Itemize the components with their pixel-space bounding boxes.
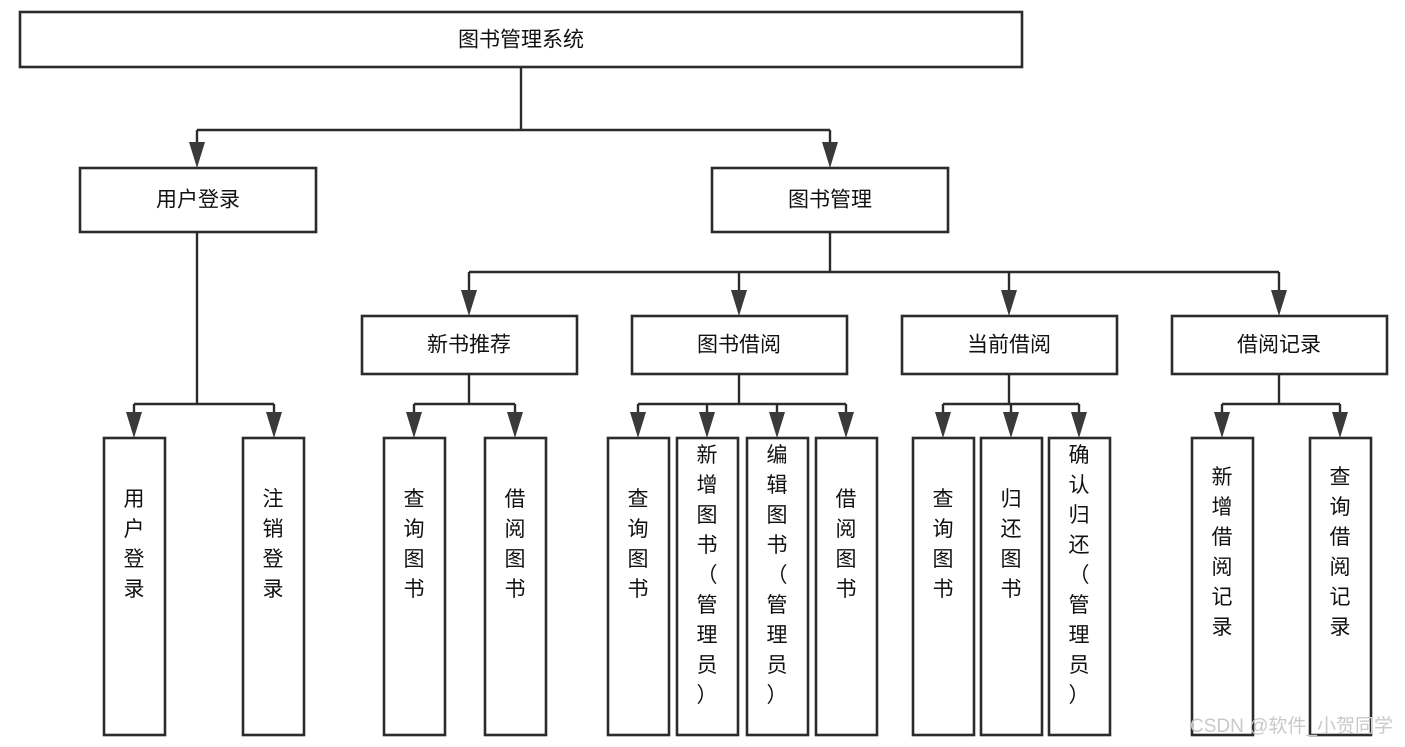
arrow-leaf-borrow-book-2	[838, 412, 854, 438]
arrow-leaf-return-book	[1003, 412, 1019, 438]
node-leaf-user-login-box[interactable]	[102, 436, 167, 737]
node-leaf-user-login[interactable]: 用户登录	[102, 436, 167, 737]
node-leaf-return-book-label: 归还图书	[1001, 488, 1022, 601]
node-current-borrow-box[interactable]	[900, 314, 1119, 376]
arrow-user-login	[189, 142, 205, 168]
node-new-book-rec[interactable]: 新书推荐	[360, 314, 579, 376]
csdn-watermark: CSDN @软件_小贺同学	[1190, 715, 1393, 737]
connector-group-root-to-level2	[189, 67, 838, 168]
node-book-borrow-box[interactable]	[630, 314, 849, 376]
arrow-leaf-query-book-1	[406, 412, 422, 438]
node-leaf-logout-login-box[interactable]	[241, 436, 306, 737]
arrow-leaf-query-book-2	[630, 412, 646, 438]
node-root-label: 图书管理系统	[458, 29, 584, 52]
arrow-current-borrow	[1001, 290, 1017, 316]
arrow-book-borrow	[731, 290, 747, 316]
node-book-borrow-label: 图书借阅	[697, 334, 781, 357]
node-leaf-borrow-book-2-label: 借阅图书	[836, 488, 857, 601]
node-leaf-logout-login[interactable]: 注销登录	[241, 436, 306, 737]
node-root-box[interactable]	[18, 10, 1024, 69]
node-leaf-return-book-box[interactable]	[979, 436, 1044, 737]
node-leaf-user-login-label: 用户登录	[124, 488, 145, 601]
arrow-leaf-confirm-return	[1071, 412, 1087, 438]
node-leaf-confirm-return-label: 确认归还（管理员）	[1069, 444, 1090, 707]
node-leaf-confirm-return-box[interactable]	[1047, 436, 1112, 737]
connector-group-new-book-rec-leaves	[406, 374, 523, 438]
connector-group-book-manage-to-level3	[461, 232, 1287, 316]
node-root[interactable]: 图书管理系统	[18, 10, 1024, 69]
node-new-book-rec-box[interactable]	[360, 314, 579, 376]
node-leaf-add-book-label: 新增图书（管理员）	[697, 444, 718, 707]
node-leaf-add-record-label: 新增借阅记录	[1212, 466, 1233, 639]
node-leaf-edit-book[interactable]: 编辑图书（管理员）	[745, 436, 810, 737]
arrow-leaf-borrow-book-1	[507, 412, 523, 438]
node-leaf-add-book-box[interactable]	[675, 436, 740, 737]
arrow-leaf-add-record	[1214, 412, 1230, 438]
node-leaf-return-book[interactable]: 归还图书	[979, 436, 1044, 737]
node-borrow-record-box[interactable]	[1170, 314, 1389, 376]
node-leaf-borrow-book-1[interactable]: 借阅图书	[483, 436, 548, 737]
connector-group-user-login-leaves	[126, 232, 282, 438]
node-borrow-record-label: 借阅记录	[1237, 334, 1321, 357]
node-current-borrow-label: 当前借阅	[967, 334, 1051, 357]
connector-group-borrow-record-leaves	[1214, 374, 1348, 438]
node-leaf-query-record-box[interactable]	[1308, 436, 1373, 737]
node-leaf-query-book-1-label: 查询图书	[404, 488, 425, 601]
node-leaf-edit-book-box[interactable]	[745, 436, 810, 737]
node-leaf-confirm-return[interactable]: 确认归还（管理员）	[1047, 436, 1112, 737]
node-book-manage-label: 图书管理	[788, 189, 872, 212]
arrow-leaf-query-book-3	[935, 412, 951, 438]
node-leaf-query-book-2-box[interactable]	[606, 436, 671, 737]
node-leaf-borrow-book-2-box[interactable]	[814, 436, 879, 737]
node-book-manage[interactable]: 图书管理	[710, 166, 950, 234]
node-leaf-add-book[interactable]: 新增图书（管理员）	[675, 436, 740, 737]
node-leaf-query-book-2-label: 查询图书	[628, 488, 649, 601]
node-leaf-add-record[interactable]: 新增借阅记录	[1190, 436, 1255, 737]
connector-group-current-borrow-leaves	[935, 374, 1087, 438]
node-current-borrow[interactable]: 当前借阅	[900, 314, 1119, 376]
node-leaf-add-record-box[interactable]	[1190, 436, 1255, 737]
node-borrow-record[interactable]: 借阅记录	[1170, 314, 1389, 376]
node-book-borrow[interactable]: 图书借阅	[630, 314, 849, 376]
node-user-login[interactable]: 用户登录	[78, 166, 318, 234]
node-leaf-query-book-3[interactable]: 查询图书	[911, 436, 976, 737]
arrow-book-manage	[822, 142, 838, 168]
arrow-leaf-logout-login	[266, 412, 282, 438]
arrow-leaf-edit-book	[769, 412, 785, 438]
node-leaf-borrow-book-2[interactable]: 借阅图书	[814, 436, 879, 737]
connector-group-book-borrow-leaves	[630, 374, 854, 438]
node-leaf-edit-book-label: 编辑图书（管理员）	[767, 444, 788, 707]
node-leaf-logout-login-label: 注销登录	[263, 488, 284, 601]
node-leaf-query-book-1-box[interactable]	[382, 436, 447, 737]
node-leaf-query-record-label: 查询借阅记录	[1330, 466, 1351, 639]
node-book-manage-box[interactable]	[710, 166, 950, 234]
arrow-new-book-rec	[461, 290, 477, 316]
node-leaf-query-book-2[interactable]: 查询图书	[606, 436, 671, 737]
arrow-leaf-query-record	[1332, 412, 1348, 438]
node-new-book-rec-label: 新书推荐	[427, 334, 511, 357]
arrow-borrow-record	[1271, 290, 1287, 316]
node-user-login-box[interactable]	[78, 166, 318, 234]
node-leaf-query-record[interactable]: 查询借阅记录	[1308, 436, 1373, 737]
arrow-leaf-add-book	[699, 412, 715, 438]
node-leaf-query-book-1[interactable]: 查询图书	[382, 436, 447, 737]
node-leaf-query-book-3-label: 查询图书	[933, 488, 954, 601]
node-leaf-borrow-book-1-label: 借阅图书	[505, 488, 526, 601]
arrow-leaf-user-login	[126, 412, 142, 438]
node-leaf-query-book-3-box[interactable]	[911, 436, 976, 737]
node-leaf-borrow-book-1-box[interactable]	[483, 436, 548, 737]
node-user-login-label: 用户登录	[156, 189, 240, 212]
